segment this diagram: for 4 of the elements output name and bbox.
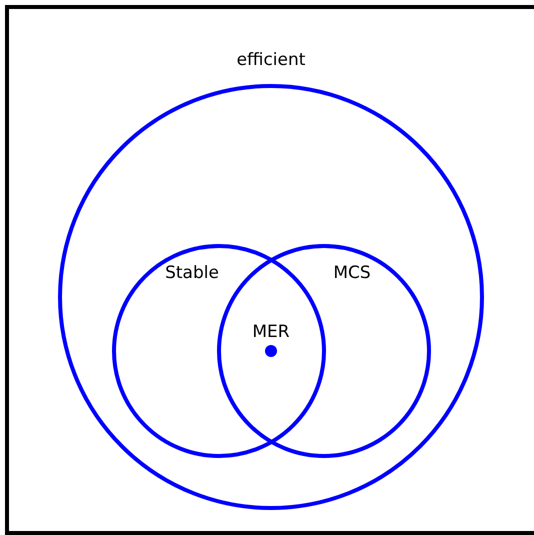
- set-label: Stable: [165, 263, 219, 283]
- set-label: MER: [252, 322, 290, 342]
- set-label: efficient: [236, 50, 306, 70]
- set-label: MCS: [333, 263, 371, 283]
